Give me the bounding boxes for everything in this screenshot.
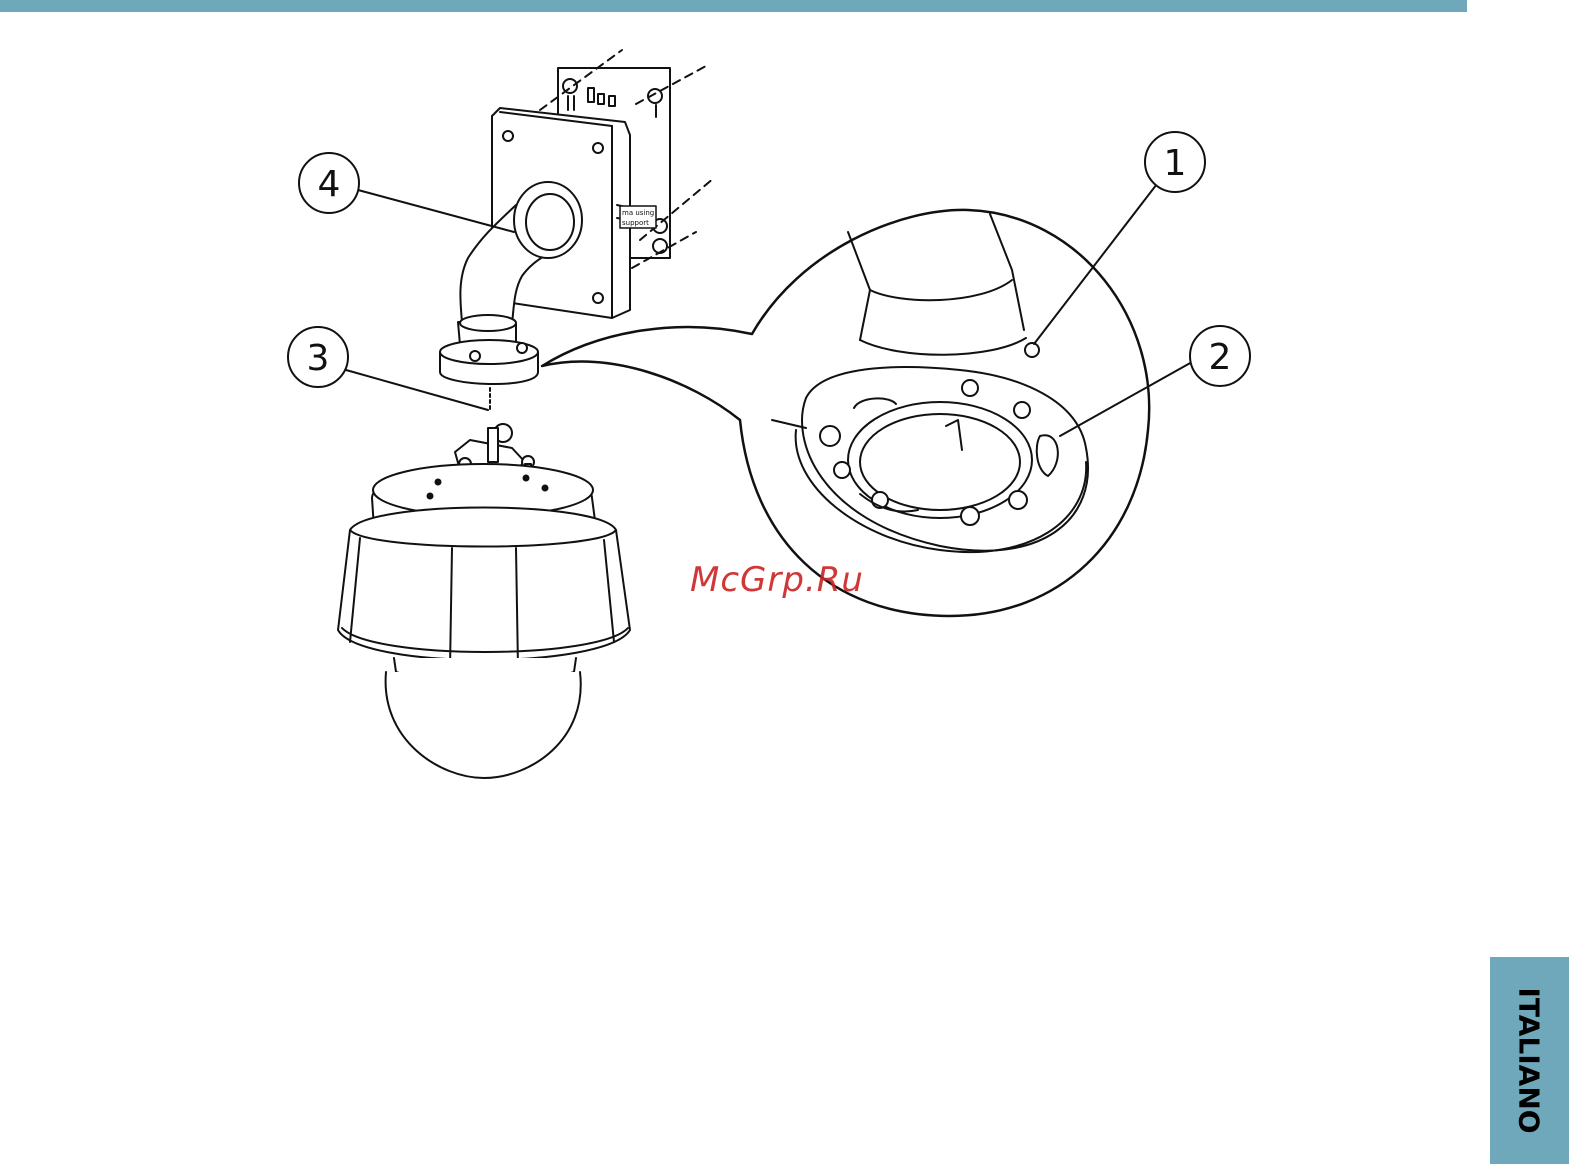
callout-1-label: 1	[1164, 143, 1187, 184]
callout-2-label: 2	[1209, 337, 1232, 378]
detail-bubble	[542, 210, 1149, 616]
callout-4-label: 4	[318, 164, 341, 205]
watermark-text: McGrp.Ru	[690, 560, 864, 600]
callout-3-label: 3	[307, 338, 330, 379]
language-tab-label: ITALIANO	[1513, 987, 1546, 1133]
bracket-label-1: ma using	[622, 209, 654, 217]
language-tab: ITALIANO	[1490, 957, 1569, 1164]
callout-4: 4	[299, 153, 514, 232]
bracket-label-2: support	[622, 219, 649, 227]
dome-camera	[338, 464, 630, 778]
